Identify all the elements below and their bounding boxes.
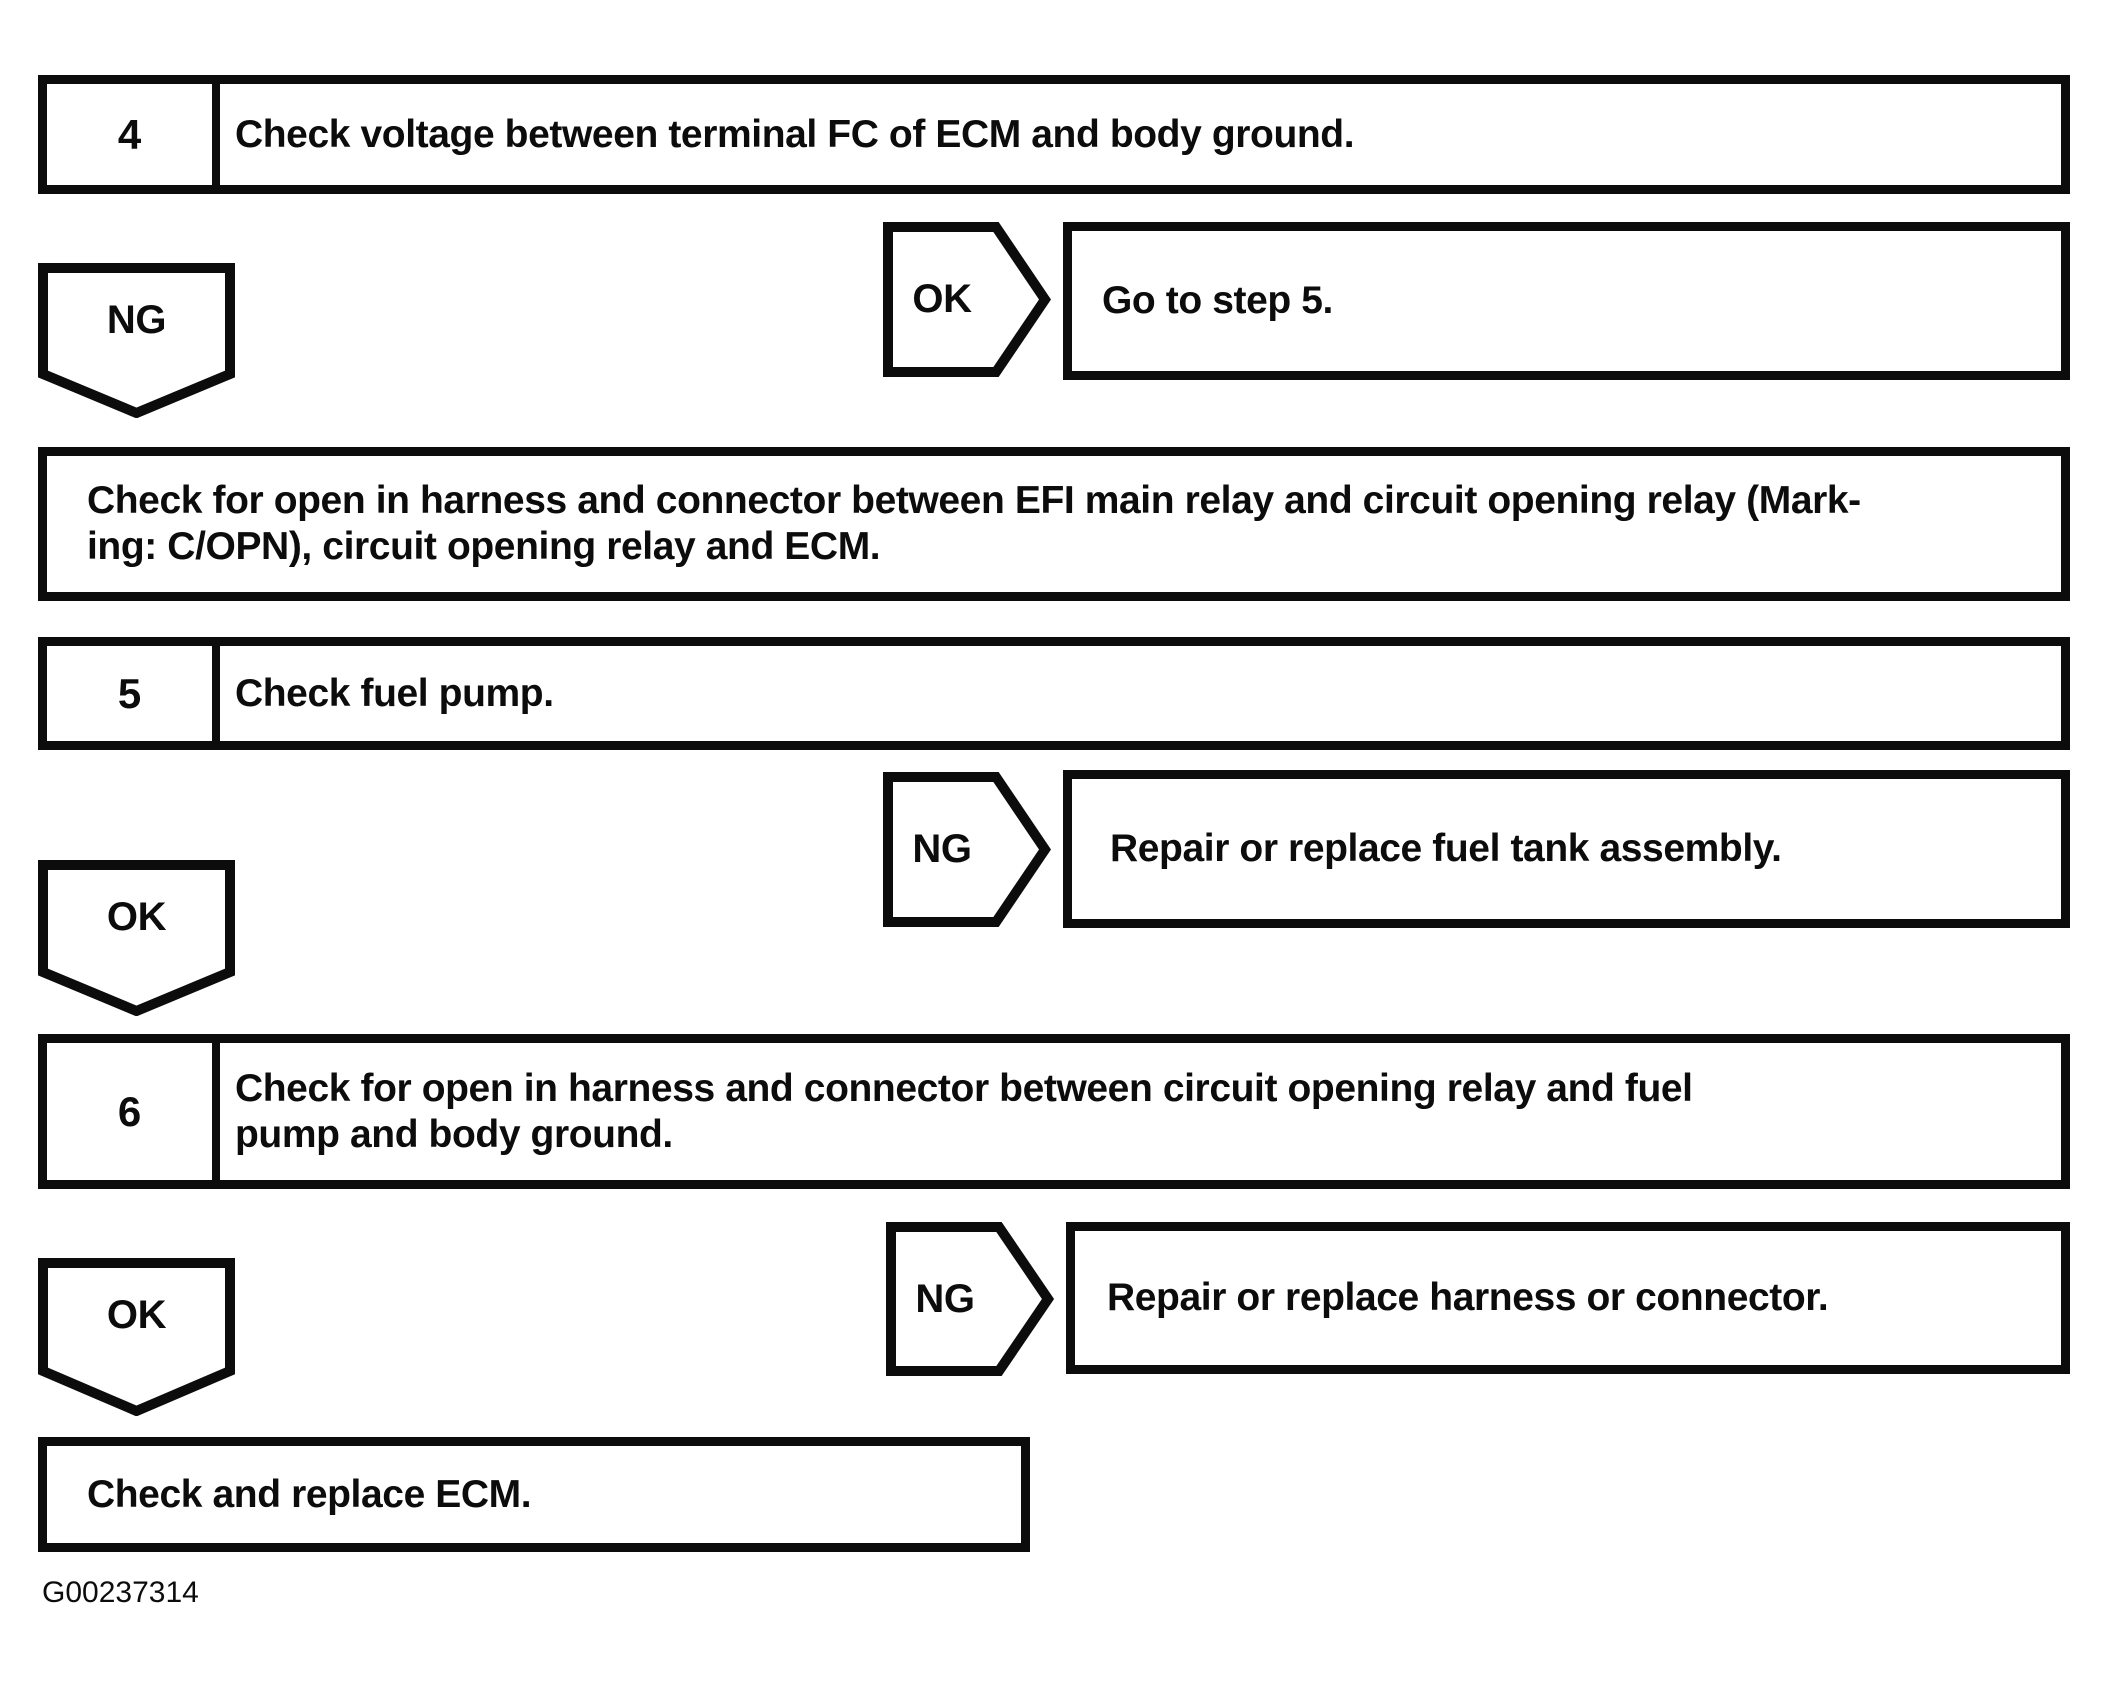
result-goto-step-5: Go to step 5. [1063,222,2070,380]
step-5-ng-connector: NG [883,772,1051,927]
result-repair-harness: Repair or replace harness or connector. [1066,1222,2070,1374]
action-open-efi-harness: Check for open in harness and connector … [38,447,2070,601]
step-4-instruction: Check voltage between terminal FC of ECM… [235,112,1355,156]
pentagon-right-icon [883,222,1051,377]
figure-id: G00237314 [42,1576,199,1609]
result-repair-harness-text: Repair or replace harness or connector. [1107,1276,1829,1319]
pentagon-down-icon [38,860,235,1016]
step-4-instruction-cell: Check voltage between terminal FC of ECM… [220,84,2061,185]
result-repair-fuel-tank-text: Repair or replace fuel tank assembly. [1110,827,1782,870]
ng-connector-label: NG [915,1276,975,1321]
pentagon-right-icon [883,772,1051,927]
step-6-ok-connector: OK [38,1258,235,1416]
step-6-row: 6 Check for open in harness and connecto… [38,1034,2070,1189]
ng-connector-label: NG [912,827,972,871]
step-4-ng-connector: NG [38,263,235,418]
pentagon-down-icon [38,1258,235,1416]
step-5-instruction: Check fuel pump. [235,671,554,715]
step-4-ok-connector: OK [883,222,1051,377]
step-5-row: 5 Check fuel pump. [38,637,2070,750]
ok-connector-label: OK [106,895,167,939]
step-6-ng-connector: NG [886,1222,1054,1376]
step-5-number: 5 [47,646,220,741]
action-check-replace-ecm-text: Check and replace ECM. [87,1472,532,1516]
step-5-ok-connector: OK [38,860,235,1016]
ok-connector-label: OK [912,277,972,321]
pentagon-down-icon [38,263,235,418]
step-6-instruction: Check for open in harness and connector … [235,1066,1693,1156]
pentagon-right-icon [886,1222,1054,1376]
action-check-replace-ecm: Check and replace ECM. [38,1437,1030,1552]
step-5-instruction-cell: Check fuel pump. [220,646,2061,741]
result-goto-step-5-text: Go to step 5. [1102,279,1333,322]
result-repair-fuel-tank: Repair or replace fuel tank assembly. [1063,770,2070,928]
step-4-row: 4 Check voltage between terminal FC of E… [38,75,2070,194]
action-open-efi-harness-text: Check for open in harness and connector … [87,479,1861,568]
ng-connector-label: NG [106,298,167,342]
ok-connector-label: OK [106,1293,167,1337]
step-6-number: 6 [47,1043,220,1180]
step-6-instruction-cell: Check for open in harness and connector … [220,1043,2061,1180]
step-4-number: 4 [47,84,220,185]
